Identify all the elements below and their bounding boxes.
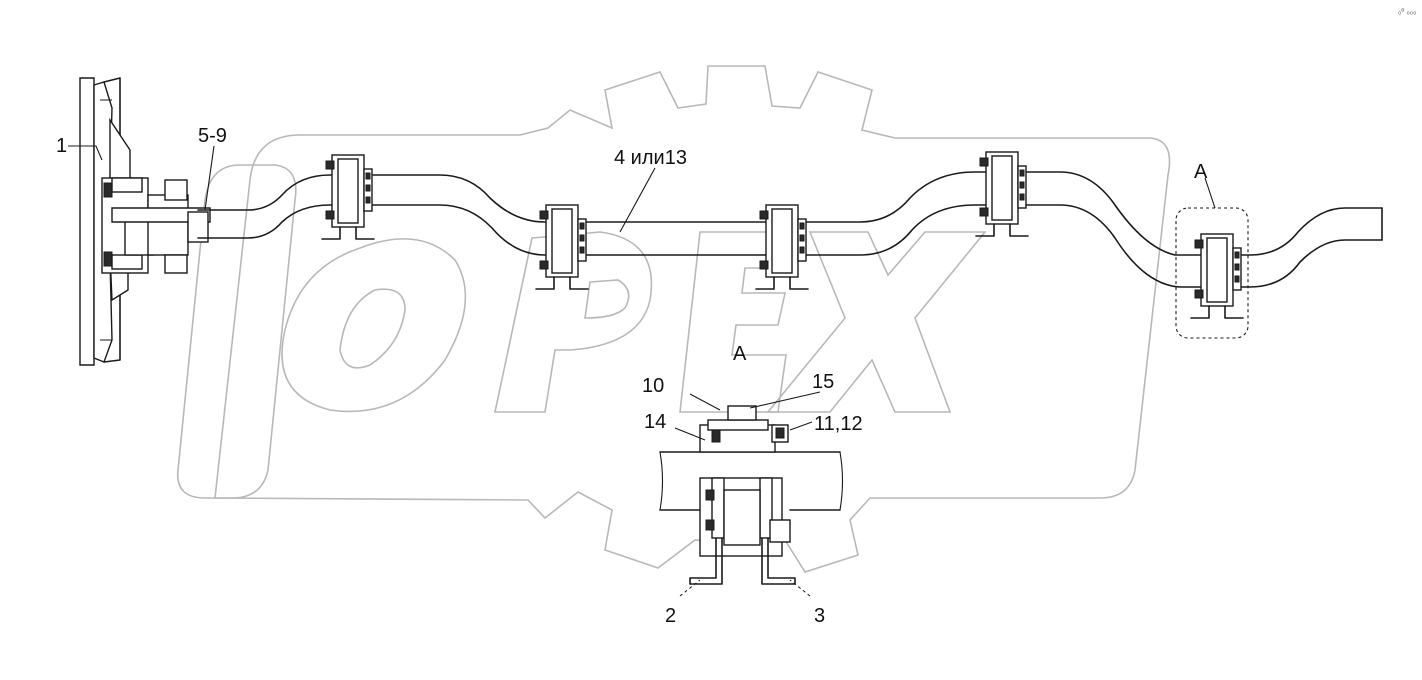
label-view-a-title: A: [733, 343, 747, 365]
bearing-support-4: [975, 151, 1029, 237]
label-part-14: 14: [644, 411, 666, 433]
bearing-support-2: [535, 204, 589, 290]
section-view-a: [659, 405, 844, 585]
label-detail-a-ref: A: [1194, 161, 1208, 183]
corner-mark: ₀º ₀₀₀: [1398, 7, 1416, 16]
bearing-support-1: [321, 154, 375, 240]
watermark-gear-logo: [176, 65, 1171, 573]
shaft: [197, 171, 1383, 288]
label-parts-5-9: 5-9: [198, 125, 227, 147]
bearing-support-5: [1190, 233, 1244, 319]
leader-lines: [68, 145, 1216, 597]
bearing-support-3: [755, 204, 809, 290]
hub-assembly: [101, 177, 211, 274]
watermark-opex-text: [281, 231, 987, 413]
label-part-10: 10: [642, 375, 664, 397]
label-part-3: 3: [814, 605, 825, 627]
label-part-15: 15: [812, 371, 834, 393]
label-part-1: 1: [56, 135, 67, 157]
label-part-2: 2: [665, 605, 676, 627]
label-shaft-4-or-13: 4 или13: [614, 147, 687, 169]
label-parts-11-12: 11,12: [814, 413, 863, 435]
detail-a-callout: [1175, 207, 1249, 339]
